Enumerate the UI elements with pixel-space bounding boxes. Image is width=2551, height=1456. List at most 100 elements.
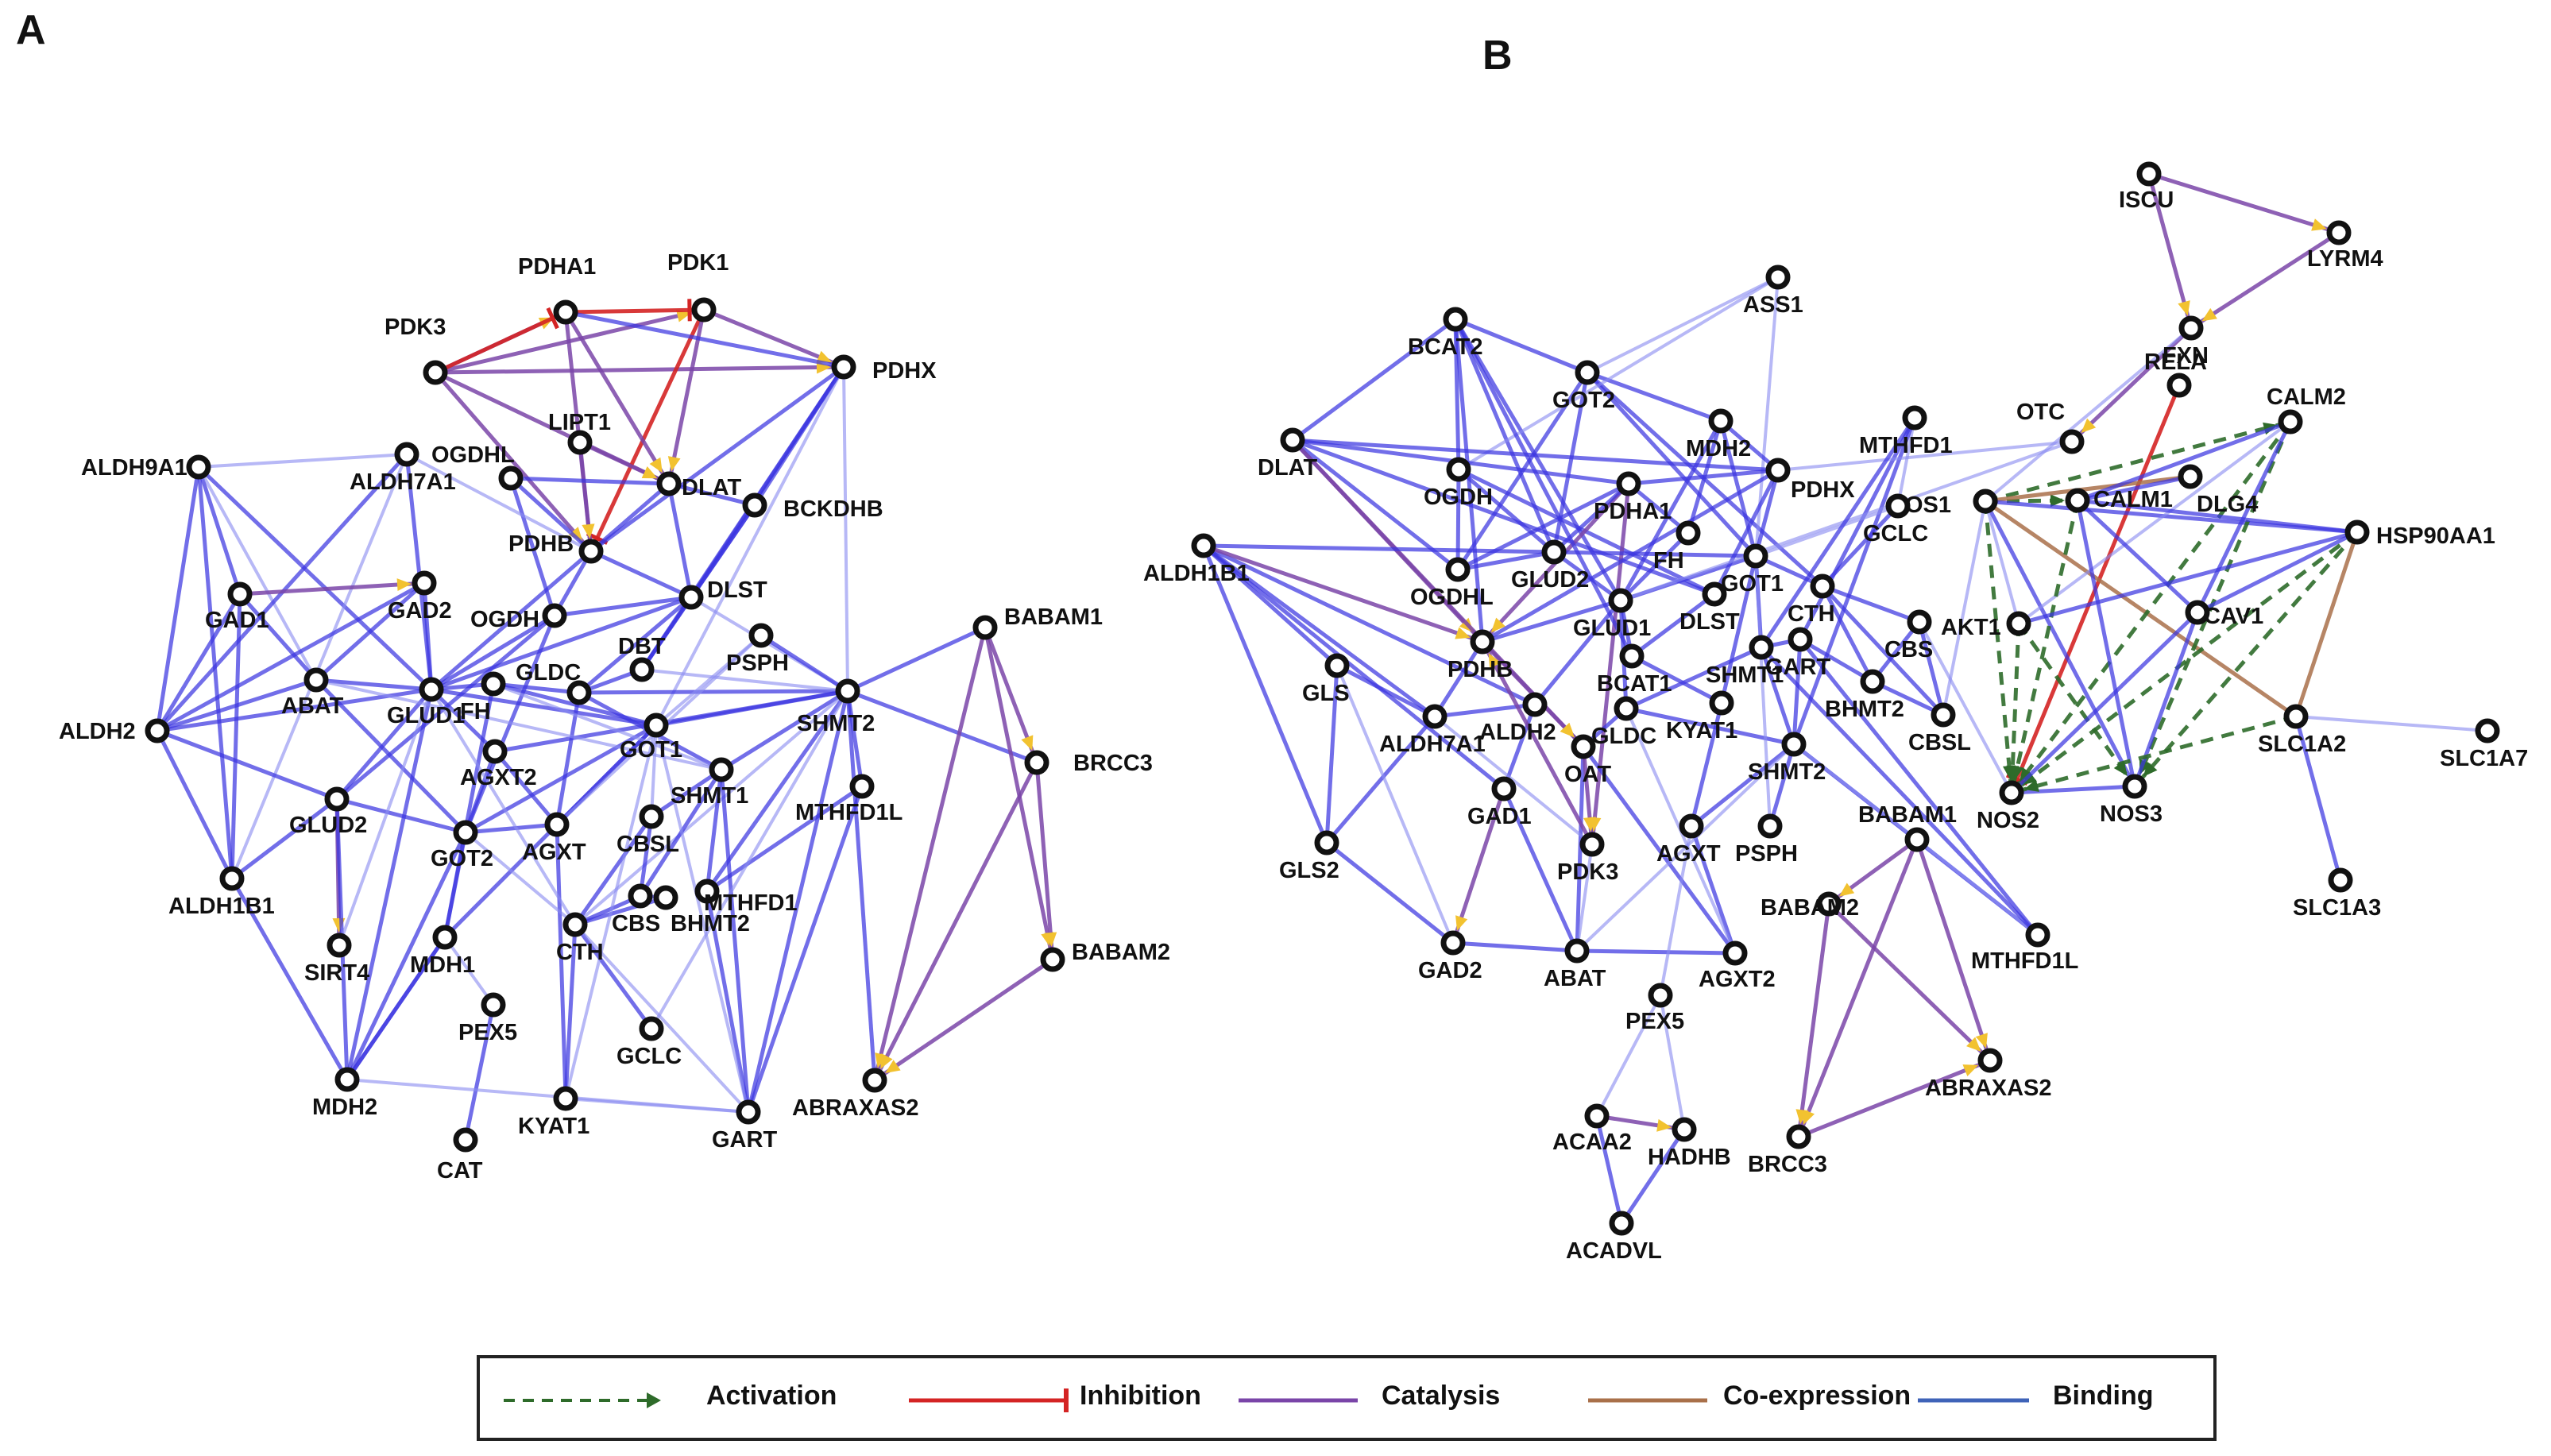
inhibition-tee-icon xyxy=(909,1388,1069,1412)
node-circle xyxy=(1191,533,1216,558)
edge-glud2-glud1 xyxy=(1552,550,1622,603)
edge-aldh9a1-abat xyxy=(197,466,318,681)
node-label: AGXT xyxy=(522,840,586,865)
node-brcc3: BRCC3 xyxy=(1024,750,1153,776)
node-dlst: DLST xyxy=(678,577,767,610)
node-circle xyxy=(1781,732,1807,757)
node-got1: GOT1 xyxy=(1721,543,1784,597)
edge-agxt-got2 xyxy=(465,822,558,835)
activation-arrow-icon xyxy=(504,1392,661,1408)
node-label: MTHFD1L xyxy=(795,800,903,825)
node-ass1: ASS1 xyxy=(1743,265,1803,318)
edge-hsp90aa1-nos3 xyxy=(2133,531,2359,788)
edge-cth-gclc xyxy=(573,923,654,1030)
node-dlst: DLST xyxy=(1679,581,1740,635)
node-label: AGXT xyxy=(1656,841,1721,867)
node-label: PDHX xyxy=(872,358,937,384)
node-gart: GART xyxy=(1765,627,1830,680)
node-circle xyxy=(227,581,253,607)
edge-pdhx-shmt2 xyxy=(842,366,849,692)
node-pdk3: PDK3 xyxy=(385,315,448,385)
node-ogdhl: OGDHL xyxy=(1410,557,1494,610)
node-pdhx: PDHX xyxy=(831,354,937,384)
edge-kyat1-agxt xyxy=(1689,702,1724,827)
edge-shmt1-mthfd1 xyxy=(705,769,724,892)
edge-shmt2-agxt xyxy=(1690,743,1795,828)
edge-abat-shmt1 xyxy=(315,678,722,771)
node-label: ALDH9A1 xyxy=(81,455,187,481)
node-circle xyxy=(1973,489,1998,514)
edge-agxt2-agxt xyxy=(1689,825,1737,954)
node-circle xyxy=(2475,718,2500,743)
node-label: PDK3 xyxy=(385,315,446,340)
node-circle xyxy=(691,297,717,322)
edge-nos1-cbsl xyxy=(1942,500,1987,716)
edge-abat-pdk3 xyxy=(1575,844,1594,952)
edge-bcat2-glud2 xyxy=(1453,319,1556,553)
node-hadhb: HADHB xyxy=(1648,1117,1731,1170)
node-circle xyxy=(412,570,437,596)
node-calm2: CALM2 xyxy=(2267,384,2346,434)
node-label: GAD2 xyxy=(388,598,452,624)
edge-pdhx-pdhb xyxy=(1481,468,1780,644)
node-label: BCAT2 xyxy=(1408,334,1483,360)
edge-shmt2-brcc3 xyxy=(847,689,1038,765)
edge-cth-cbs xyxy=(1822,584,1920,624)
edge-shmt2-gart xyxy=(746,690,850,1113)
edge-arrowhead xyxy=(649,457,663,473)
edge-arrowhead xyxy=(1021,735,1034,751)
node-got2: GOT2 xyxy=(1552,360,1615,413)
edge-glud1-aldh2 xyxy=(1533,599,1622,706)
node-circle xyxy=(303,667,329,693)
node-circle xyxy=(186,454,211,480)
edge-fh-gldc xyxy=(493,682,580,695)
node-circle xyxy=(1743,543,1768,569)
edge-aldh2-abat xyxy=(157,678,317,733)
edge-gls2-gad2 xyxy=(1325,841,1455,944)
node-circle xyxy=(2059,429,2085,454)
edge-arrowhead xyxy=(1490,617,1505,633)
node-circle xyxy=(327,933,352,958)
node-mdh2: MDH2 xyxy=(312,1067,377,1120)
node-circle xyxy=(2178,315,2204,341)
node-circle xyxy=(2136,161,2162,187)
edge-agxt2-got2 xyxy=(463,751,497,833)
node-gclc: GCLC xyxy=(616,1016,682,1069)
node-aldh7a1: ALDH7A1 xyxy=(1379,704,1486,757)
node-circle xyxy=(639,1016,664,1041)
node-circle xyxy=(2166,373,2192,398)
edge-gart-mthfd1l xyxy=(1799,638,2039,937)
node-agxt: AGXT xyxy=(522,812,586,865)
edge-arrowhead xyxy=(641,466,658,479)
node-mdh2: MDH2 xyxy=(1686,408,1751,462)
node-circle xyxy=(1676,520,1701,546)
node-label: HSP90AA1 xyxy=(2376,523,2495,549)
edge-pdha1-pdk1 xyxy=(565,307,705,315)
edge-arrowhead xyxy=(1455,915,1468,931)
edge-arrowhead xyxy=(1838,882,1855,897)
edge-mthfd1-gart xyxy=(1798,416,1917,641)
edge-hsp90aa1-slc1a2 xyxy=(2294,531,2360,717)
edge-fxn-nos1 xyxy=(1984,326,2193,503)
node-glud2: GLUD2 xyxy=(289,786,367,838)
node-label: GLUD1 xyxy=(387,703,465,728)
edge-aldh7a1-pdk3 xyxy=(1433,715,1594,846)
node-label: PDHA1 xyxy=(1594,499,1672,524)
node-circle xyxy=(432,925,458,950)
edge-pdhb-aldh7a1 xyxy=(1432,640,1485,718)
edge-nos2-nos3 xyxy=(2011,784,2135,795)
node-aldh1b1: ALDH1B1 xyxy=(1143,533,1250,586)
node-label: CALM2 xyxy=(2267,384,2346,410)
node-circle xyxy=(742,492,767,518)
node-label: OAT xyxy=(1564,762,1611,787)
edge-arrowhead xyxy=(2143,762,2158,777)
edge-cth-gart xyxy=(574,923,750,1114)
edge-glud2-aldh1b1 xyxy=(230,798,338,880)
node-nos2: NOS2 xyxy=(1977,780,2039,833)
edge-kyat1-gart xyxy=(565,1097,749,1114)
edge-arrowhead xyxy=(1455,627,1471,639)
edge-pdhx-pdhb xyxy=(589,365,845,554)
node-label: GCLC xyxy=(616,1044,682,1069)
node-circle xyxy=(453,1127,478,1153)
edge-aldh1b1-aldh2 xyxy=(1202,543,1536,707)
